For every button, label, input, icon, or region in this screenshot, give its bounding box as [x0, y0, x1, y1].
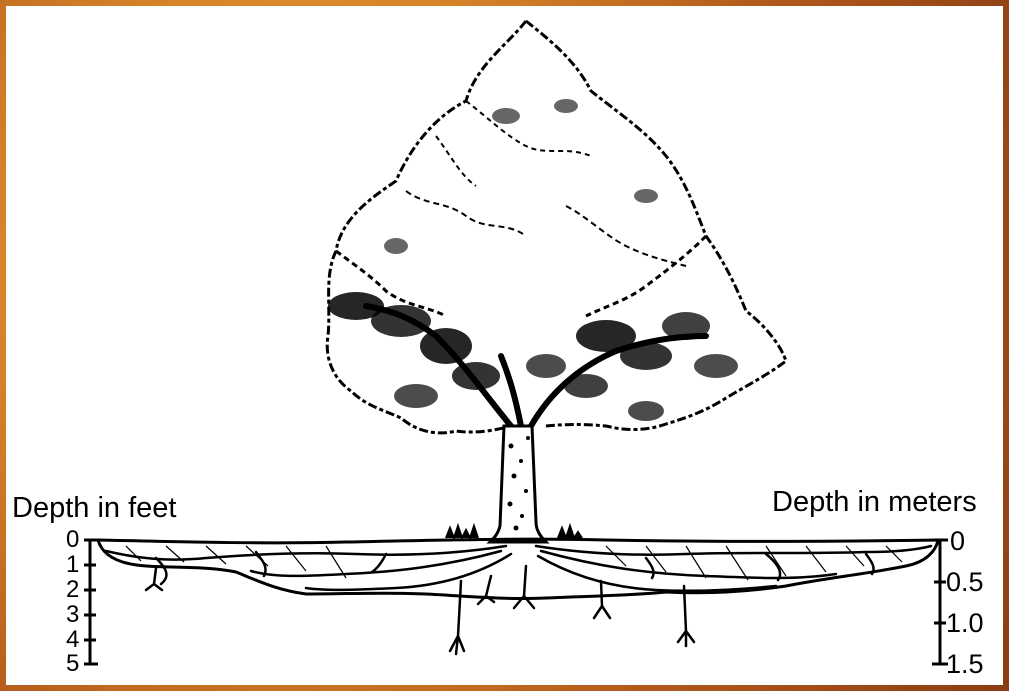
- meters-tick-label: 0.5: [946, 569, 984, 596]
- sinker-roots: [146, 566, 694, 654]
- diagram-panel: Depth in feet Depth in meters 0 1 2 3 4 …: [6, 6, 1003, 685]
- right-depth-scale: [932, 540, 948, 664]
- feet-tick-label: 4: [66, 628, 79, 652]
- depth-feet-title: Depth in feet: [12, 494, 176, 523]
- feet-tick-label: 0: [66, 528, 79, 552]
- feet-tick-label: 2: [66, 578, 79, 602]
- tree-trunk: [490, 426, 546, 542]
- depth-meters-title: Depth in meters: [772, 488, 977, 517]
- soil-root-zone: [98, 539, 938, 598]
- feet-tick-label: 5: [66, 652, 79, 676]
- meters-tick-label: 1.0: [946, 610, 984, 637]
- leaf-clusters: [328, 99, 738, 421]
- lateral-roots: [106, 546, 931, 591]
- feet-tick-label: 3: [66, 603, 79, 627]
- tree-root-illustration: [6, 6, 1003, 685]
- feet-tick-label: 1: [66, 553, 79, 577]
- left-depth-scale: [84, 540, 98, 664]
- meters-tick-label: 1.5: [946, 651, 984, 678]
- meters-tick-label: 0: [950, 528, 965, 555]
